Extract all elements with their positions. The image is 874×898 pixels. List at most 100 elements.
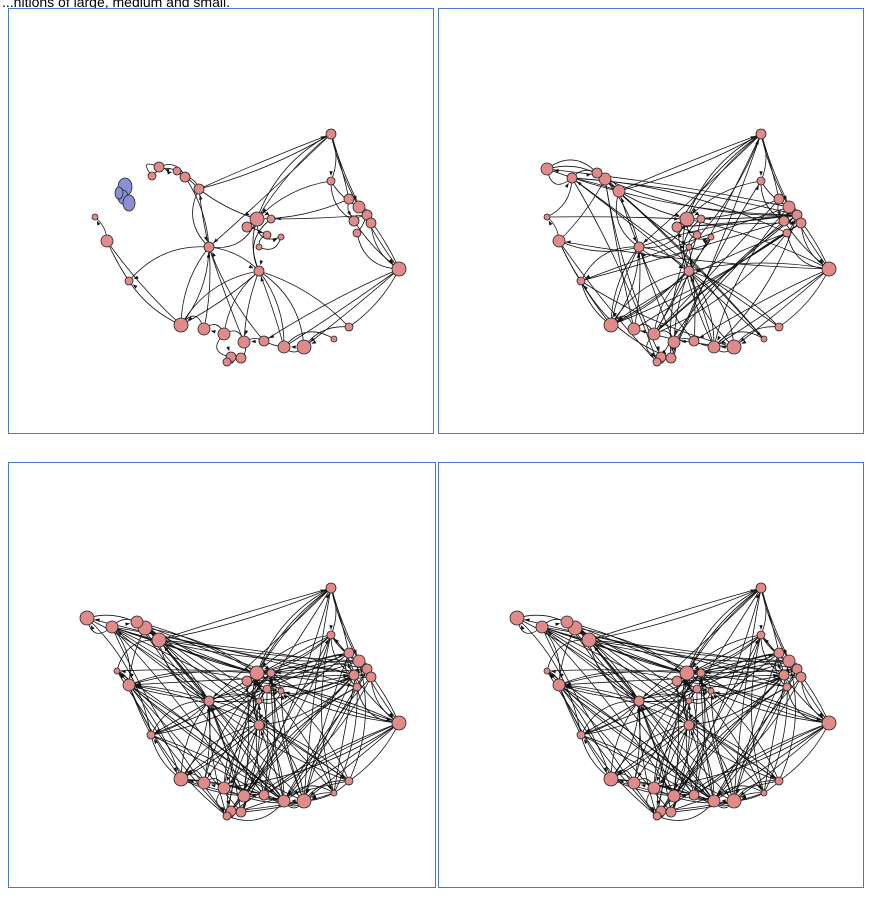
edge-arrowhead <box>643 692 649 697</box>
graph-edge <box>686 587 762 674</box>
edge-arrowhead <box>229 779 235 784</box>
graph-edge <box>256 587 332 674</box>
edge-arrowhead <box>199 194 203 200</box>
edge-arrowhead <box>244 211 250 216</box>
graph-edge <box>713 722 830 802</box>
edge-arrowhead <box>132 284 138 289</box>
edge-arrowhead <box>235 785 240 791</box>
graph-node <box>173 317 189 333</box>
edge-arrowhead <box>754 639 759 645</box>
graph-edge <box>713 268 830 348</box>
graph-edge <box>546 669 788 688</box>
edge-arrowhead <box>248 264 254 269</box>
edge-arrowhead <box>153 739 158 744</box>
graph-edge <box>633 672 702 784</box>
graph-node <box>343 647 355 659</box>
graph-edge <box>303 722 400 802</box>
edge-arrowhead <box>682 682 688 686</box>
edge-arrowhead <box>117 631 123 636</box>
edge-arrowhead <box>565 685 571 689</box>
graph-node <box>253 265 265 277</box>
graph-node <box>774 776 784 786</box>
graph-edge <box>223 686 358 789</box>
graph-edge <box>226 688 268 817</box>
graph-edge <box>700 672 830 724</box>
graph-edge <box>243 634 332 797</box>
graph-edge <box>321 634 335 794</box>
edge-arrowhead <box>764 638 769 644</box>
graph-node <box>326 176 336 186</box>
graph-node <box>696 214 706 224</box>
graph-node <box>258 335 270 347</box>
edge-arrowhead <box>643 238 649 243</box>
graph-edge <box>256 133 332 220</box>
graph-node <box>707 687 715 695</box>
network-graph-3 <box>79 582 407 821</box>
graph-node <box>130 615 144 629</box>
edge-arrowhead <box>389 712 394 718</box>
graph-edge <box>713 206 790 348</box>
edge-arrowhead <box>721 340 727 344</box>
graph-node <box>665 806 677 818</box>
edge-arrowhead <box>790 673 796 677</box>
edge-arrowhead <box>388 713 393 718</box>
graph-edge <box>574 627 712 692</box>
graph-edge <box>541 626 675 797</box>
graph-edge <box>546 168 790 208</box>
graph-edge <box>558 684 690 726</box>
edge-arrowhead <box>245 686 249 692</box>
graph-node <box>277 233 285 241</box>
graph-edge <box>128 671 248 686</box>
graph-node <box>612 184 626 198</box>
graph-edge <box>208 587 332 702</box>
graph-node <box>100 234 114 248</box>
edge-arrowhead <box>656 776 661 782</box>
graph-node <box>325 128 337 140</box>
graph-edge <box>128 684 182 780</box>
edge-arrowhead <box>548 220 553 226</box>
graph-node <box>352 682 362 692</box>
graph-node <box>535 620 549 634</box>
edge-arrowhead <box>674 217 680 221</box>
graph-edge <box>246 660 360 682</box>
edge-arrowhead <box>787 218 793 224</box>
graph-edge <box>258 674 355 726</box>
edge-arrowhead <box>343 675 349 679</box>
graph-node <box>821 715 837 731</box>
graph-node <box>633 695 645 707</box>
graph-node <box>774 322 784 332</box>
graph-edge <box>180 246 210 326</box>
graph-edge <box>270 672 400 724</box>
edge-arrowhead <box>659 779 665 784</box>
graph-node <box>122 678 136 692</box>
graph-edge <box>333 686 358 794</box>
graph-node <box>560 615 574 629</box>
graph-node <box>249 211 265 227</box>
graph-edge <box>610 232 788 326</box>
graph-edge <box>266 652 350 690</box>
graph-edge <box>158 639 360 662</box>
graph-edge <box>558 671 678 686</box>
graph-edge <box>638 700 672 813</box>
graph-node <box>296 339 312 355</box>
graph-edge <box>580 634 762 736</box>
graph-edge <box>588 639 790 662</box>
edge-arrowhead <box>692 662 697 667</box>
edge-arrowhead <box>334 638 339 644</box>
graph-node <box>348 669 360 681</box>
graph-edge <box>546 168 798 216</box>
graph-node <box>249 665 265 681</box>
graph-edge <box>653 686 788 789</box>
edge-arrowhead <box>741 340 747 344</box>
graph-edge <box>676 660 790 682</box>
graph-edge <box>541 626 780 782</box>
graph-edge <box>111 626 228 817</box>
edge-arrowhead <box>621 197 625 203</box>
graph-node <box>782 200 796 214</box>
graph-node <box>683 719 695 731</box>
edge-arrowhead <box>681 240 686 245</box>
graph-edge <box>633 222 802 330</box>
edge-arrowhead <box>264 665 270 670</box>
graph-node <box>241 221 253 233</box>
graph-edge <box>128 684 182 780</box>
